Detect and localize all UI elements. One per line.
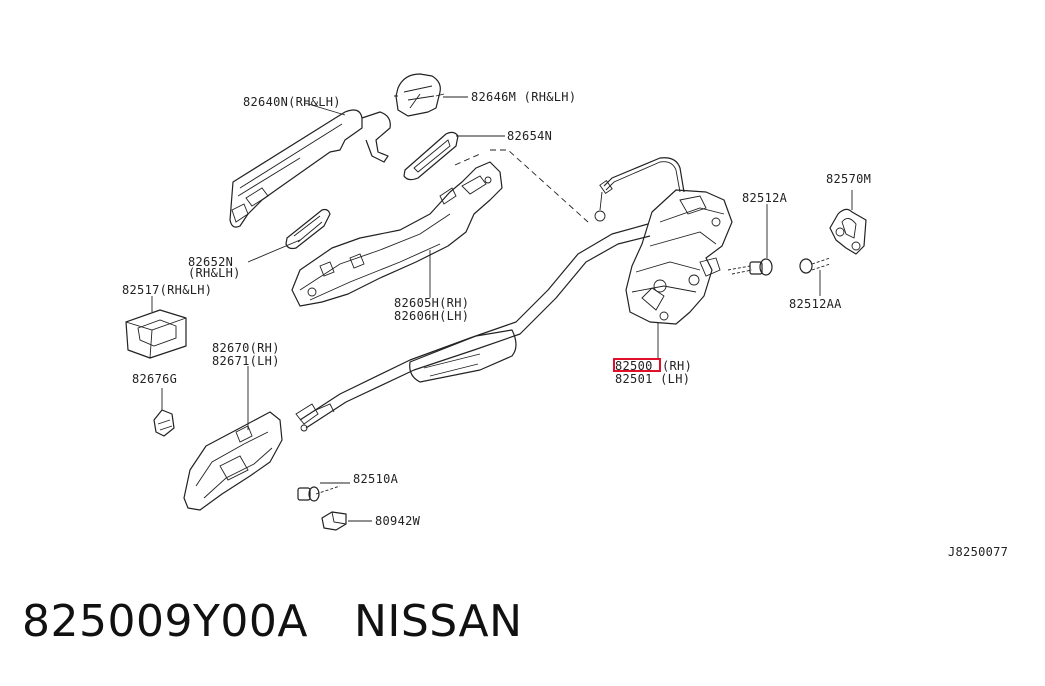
pad-drawing [125, 309, 187, 359]
inside-handle-drawing [183, 411, 283, 511]
screw-82512A-drawing [727, 258, 773, 276]
escutcheon-drawing [285, 208, 331, 250]
label-82676G: 82676G [132, 372, 177, 386]
cable-drawing [295, 223, 651, 432]
outside-handle-drawing [229, 109, 391, 228]
label-82652N-sub: (RH&LH) [188, 266, 241, 280]
footer-caption: 825009Y00A NISSAN [22, 596, 523, 647]
label-82500[interactable]: 82500 [615, 359, 653, 373]
gasket-drawing [403, 131, 459, 181]
handle-frame-drawing [291, 161, 503, 307]
label-82605H: 82605H(RH) [394, 296, 469, 310]
cap-80942W-drawing [321, 511, 347, 531]
guide-line [490, 149, 589, 223]
label-80942W: 80942W [375, 514, 421, 528]
part-number: 825009Y00A [22, 596, 308, 647]
clip-drawing [153, 409, 175, 437]
label-82500-side: (RH) [662, 359, 692, 373]
screw-82510A-drawing [297, 485, 341, 502]
label-82512AA: 82512AA [789, 297, 842, 311]
leader-82652N [247, 239, 301, 263]
leader-82640N [304, 102, 346, 116]
handle-cap-drawing [394, 73, 445, 117]
label-82646M: 82646M (RH&LH) [471, 90, 576, 104]
label-82606H: 82606H(LH) [394, 309, 469, 323]
label-82510A: 82510A [353, 472, 399, 486]
label-82501: 82501 (LH) [615, 372, 690, 386]
lock-rod-drawing [594, 157, 685, 222]
label-82517: 82517(RH&LH) [122, 283, 212, 297]
door-lock-actuator-drawing [625, 189, 733, 325]
label-82640N: 82640N(RH&LH) [243, 95, 341, 109]
screw-82512AA-drawing [799, 257, 831, 274]
label-82671: 82671(LH) [212, 354, 280, 368]
label-82652N: 82652N [188, 255, 233, 269]
label-82570M: 82570M [826, 172, 871, 186]
label-82654N: 82654N [507, 129, 552, 143]
diagram-code: J8250077 [948, 545, 1008, 559]
brand-name: NISSAN [353, 596, 523, 647]
guide-line [454, 153, 481, 166]
highlight-82500 [613, 358, 661, 372]
parts-diagram: 82640N(RH&LH) 82646M (RH&LH) 82654N 8265… [122, 73, 1008, 559]
striker-drawing [829, 208, 867, 255]
label-82670: 82670(RH) [212, 341, 280, 355]
label-82512A: 82512A [742, 191, 788, 205]
